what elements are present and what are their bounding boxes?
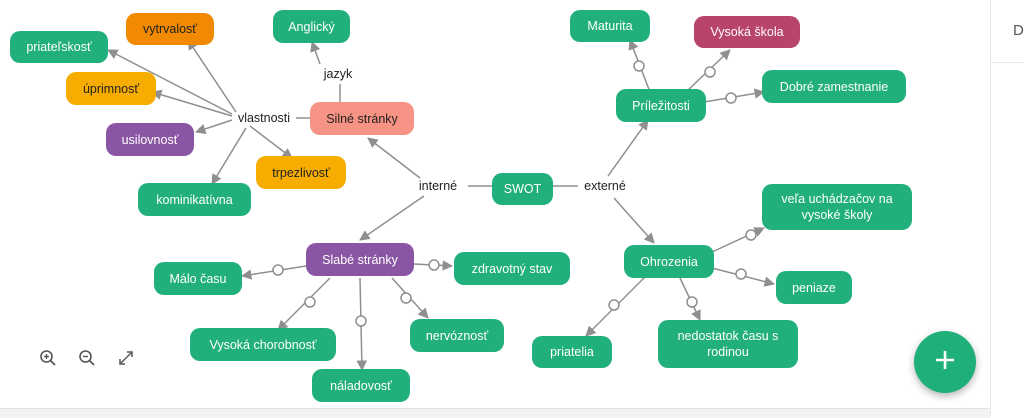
node-trpezlivost[interactable]: trpezlivosť	[256, 156, 346, 189]
add-node-button[interactable]	[914, 331, 976, 393]
expand-icon[interactable]	[116, 348, 136, 368]
svg-text:Vysoká škola: Vysoká škola	[710, 25, 783, 39]
node-swot[interactable]: SWOT	[492, 173, 553, 205]
label-externe[interactable]: externé	[584, 179, 626, 193]
label-vlastnosti[interactable]: vlastnosti	[238, 111, 290, 125]
node-nedostatok-casu[interactable]: nedostatok času s rodinou	[658, 320, 798, 368]
zoom-in-icon[interactable]	[38, 348, 58, 368]
svg-text:rodinou: rodinou	[707, 345, 749, 359]
svg-text:vytrvalosť: vytrvalosť	[143, 22, 197, 36]
node-dobre-zamestnanie[interactable]: Dobré zamestnanie	[762, 70, 906, 103]
node-peniaze[interactable]: peniaze	[776, 271, 852, 304]
node-vysoka-chorobnost[interactable]: Vysoká chorobnosť	[190, 328, 336, 361]
svg-text:úprimnosť: úprimnosť	[83, 82, 139, 96]
node-prilezitosti[interactable]: Príležitosti	[616, 89, 706, 122]
svg-text:nedostatok času s: nedostatok času s	[678, 329, 779, 343]
node-priatelia[interactable]: priatelia	[532, 336, 612, 368]
svg-text:kominikatívna: kominikatívna	[156, 193, 232, 207]
node-priatelskost[interactable]: priateľskosť	[10, 31, 108, 63]
svg-text:Príležitosti: Príležitosti	[632, 99, 690, 113]
bottom-scrollbar[interactable]	[0, 408, 990, 418]
svg-text:vlastnosti: vlastnosti	[238, 111, 290, 125]
node-slabe-stranky[interactable]: Slabé stránky	[306, 243, 414, 276]
node-kominikativna[interactable]: kominikatívna	[138, 183, 251, 216]
svg-text:nervóznosť: nervóznosť	[426, 329, 489, 343]
svg-text:náladovosť: náladovosť	[330, 379, 392, 393]
svg-text:Anglický: Anglický	[288, 20, 335, 34]
zoom-out-icon[interactable]	[77, 348, 97, 368]
panel-divider	[991, 62, 1024, 63]
node-malo-casu[interactable]: Málo času	[154, 262, 242, 295]
svg-text:zdravotný stav: zdravotný stav	[472, 262, 553, 276]
node-vytrvalost[interactable]: vytrvalosť	[126, 13, 214, 45]
svg-text:Slabé stránky: Slabé stránky	[322, 253, 398, 267]
svg-text:priateľskosť: priateľskosť	[26, 40, 92, 54]
svg-text:jazyk: jazyk	[323, 67, 353, 81]
label-interne[interactable]: interné	[419, 179, 457, 193]
node-uprimnost[interactable]: úprimnosť	[66, 72, 156, 105]
svg-text:vysoké školy: vysoké školy	[802, 208, 874, 222]
edge-connectors	[272, 60, 757, 327]
node-anglicky[interactable]: Anglický	[273, 10, 350, 43]
node-vela-uchadzacov[interactable]: veľa uchádzačov na vysoké školy	[762, 184, 912, 230]
svg-text:usilovnosť: usilovnosť	[122, 133, 179, 147]
svg-text:Málo času: Málo času	[170, 272, 227, 286]
node-maturita[interactable]: Maturita	[570, 10, 650, 42]
svg-text:externé: externé	[584, 179, 626, 193]
svg-text:Maturita: Maturita	[587, 19, 632, 33]
svg-text:SWOT: SWOT	[504, 182, 542, 196]
plus-icon	[933, 348, 957, 377]
mind-map-canvas[interactable]: SWOT interné externé Silné stránky jazyk…	[0, 0, 990, 408]
side-panel: D	[990, 0, 1024, 417]
svg-text:Silné stránky: Silné stránky	[326, 112, 398, 126]
node-silne-stranky[interactable]: Silné stránky	[310, 102, 414, 135]
panel-letter: D	[1013, 22, 1024, 39]
svg-text:Dobré zamestnanie: Dobré zamestnanie	[780, 80, 888, 94]
svg-text:Vysoká chorobnosť: Vysoká chorobnosť	[209, 338, 316, 352]
node-naladovost[interactable]: náladovosť	[312, 369, 410, 402]
node-vysoka-skola[interactable]: Vysoká škola	[694, 16, 800, 48]
svg-text:priatelia: priatelia	[550, 345, 594, 359]
node-ohrozenia[interactable]: Ohrozenia	[624, 245, 714, 278]
node-nervoznost[interactable]: nervóznosť	[410, 319, 504, 352]
node-zdravotny-stav[interactable]: zdravotný stav	[454, 252, 570, 285]
node-usilovnost[interactable]: usilovnosť	[106, 123, 194, 156]
svg-text:peniaze: peniaze	[792, 281, 836, 295]
svg-text:Ohrozenia: Ohrozenia	[640, 255, 698, 269]
label-jazyk[interactable]: jazyk	[323, 67, 353, 81]
svg-text:interné: interné	[419, 179, 457, 193]
svg-text:trpezlivosť: trpezlivosť	[272, 166, 330, 180]
svg-text:veľa uchádzačov na: veľa uchádzačov na	[781, 192, 892, 206]
